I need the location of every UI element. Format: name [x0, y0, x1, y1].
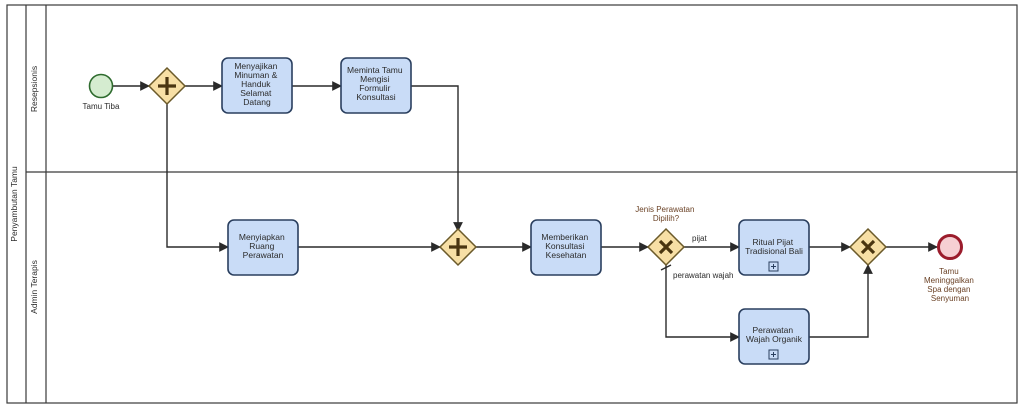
start-event-circle[interactable] — [88, 73, 114, 99]
flow-label-pijat: pijat — [692, 234, 707, 243]
task-box[interactable] — [221, 57, 293, 114]
task-label-line: Konsultasi — [545, 241, 584, 251]
gateway-exclusive-split[interactable]: Jenis Perawatan Dipilih? — [635, 205, 696, 267]
end-event-label-line: Tamu — [939, 267, 959, 276]
task-label-line: Wajah Organik — [746, 334, 803, 344]
task-label-line: Mengisi — [360, 74, 389, 84]
gateway-parallel-split[interactable] — [147, 66, 187, 106]
task-menyiapkan-ruang[interactable]: Menyiapkan Ruang Perawatan — [227, 219, 299, 276]
lane-label-resepsionis: Resepsionis — [29, 66, 39, 112]
task-label: Ritual Pijat Tradisional Bali — [745, 237, 803, 256]
lane-label-admin-terapis: Admin Terapis — [29, 260, 39, 314]
pool-border — [6, 4, 1018, 404]
task-menyajikan-minuman[interactable]: Menyajikan Minuman & Handuk Selamat Data… — [221, 57, 293, 114]
task-box[interactable] — [530, 219, 602, 276]
task-label-line: Meminta Tamu — [347, 65, 403, 75]
task-label-line: Ruang — [249, 241, 274, 251]
x-icon — [860, 239, 876, 255]
task-label-line: Handuk — [241, 79, 271, 89]
default-flow-marker — [660, 264, 672, 271]
task-box[interactable] — [738, 219, 810, 276]
task-label-line: Ritual Pijat — [752, 237, 793, 247]
expand-box — [768, 349, 779, 360]
task-label: Menyajikan Minuman & Handuk Selamat Data… — [234, 61, 279, 107]
gateway-question-line: Dipilih? — [653, 214, 680, 223]
end-event-label-line: Senyuman — [931, 294, 969, 303]
pool: Penyambutan Tamu — [6, 4, 1018, 404]
task-label-line: Formulir — [359, 83, 390, 93]
subprocess-expand-icon[interactable] — [768, 261, 779, 272]
end-event-label: Tamu Meninggalkan Spa dengan Senyuman — [924, 267, 976, 303]
task-meminta-formulir[interactable]: Meminta Tamu Mengisi Formulir Konsultasi — [340, 57, 412, 114]
subprocess-perawatan-wajah[interactable]: Perawatan Wajah Organik — [738, 308, 810, 365]
end-event-circle[interactable] — [937, 234, 963, 260]
task-box[interactable] — [340, 57, 412, 114]
gateway-question-line: Jenis Perawatan — [635, 205, 694, 214]
expand-box — [768, 261, 779, 272]
lane-admin-terapis: Admin Terapis — [29, 172, 47, 403]
flow-t2-to-g2 — [411, 85, 463, 232]
end-event-label-line: Spa dengan — [927, 285, 970, 294]
task-box[interactable] — [738, 308, 810, 365]
task-label: Memberikan Konsultasi Kesehatan — [541, 232, 590, 260]
x-icon — [658, 239, 674, 255]
task-label-line: Menyiapkan — [239, 232, 285, 242]
task-label-line: Minuman & — [234, 70, 277, 80]
task-label-line: Menyajikan — [234, 61, 277, 71]
flow-g3-to-t6 — [665, 265, 740, 342]
gateway-exclusive-join[interactable] — [848, 227, 888, 267]
task-label-line: Perawatan — [752, 325, 793, 335]
task-label-line: Datang — [243, 97, 271, 107]
task-label-line: Kesehatan — [546, 250, 587, 260]
task-label: Menyiapkan Ruang Perawatan — [239, 232, 287, 260]
subprocess-expand-icon[interactable] — [768, 349, 779, 360]
flow-g1-to-t3 — [166, 104, 229, 252]
task-label-line: Selamat — [240, 88, 272, 98]
task-label-line: Tradisional Bali — [745, 246, 803, 256]
end-event-label-line: Meninggalkan — [924, 276, 974, 285]
flow-label-perawatan-wajah: perawatan wajah — [673, 271, 733, 280]
task-label-line: Memberikan — [541, 232, 588, 242]
subprocess-ritual-pijat[interactable]: Ritual Pijat Tradisional Bali — [738, 219, 810, 276]
pool-label: Penyambutan Tamu — [9, 166, 19, 242]
end-event[interactable]: Tamu Meninggalkan Spa dengan Senyuman — [924, 234, 976, 304]
gateway-parallel-join[interactable] — [438, 227, 478, 267]
plus-icon — [771, 264, 776, 269]
task-label: Perawatan Wajah Organik — [746, 325, 803, 344]
task-label: Meminta Tamu Mengisi Formulir Konsultasi — [347, 65, 405, 102]
lane-resepsionis: Resepsionis — [29, 5, 47, 172]
task-label-line: Perawatan — [243, 250, 284, 260]
plus-icon — [771, 352, 776, 357]
start-event-label: Tamu Tiba — [83, 102, 120, 111]
flow-t6-to-g4 — [809, 264, 873, 338]
task-box[interactable] — [227, 219, 299, 276]
plus-icon — [449, 238, 467, 256]
plus-icon — [158, 77, 176, 95]
gateway-question-label: Jenis Perawatan Dipilih? — [635, 205, 696, 223]
sequence-flows — [113, 81, 938, 342]
start-event[interactable]: Tamu Tiba — [83, 73, 120, 112]
task-memberikan-konsultasi[interactable]: Memberikan Konsultasi Kesehatan — [530, 219, 602, 276]
task-label-line: Konsultasi — [356, 92, 395, 102]
